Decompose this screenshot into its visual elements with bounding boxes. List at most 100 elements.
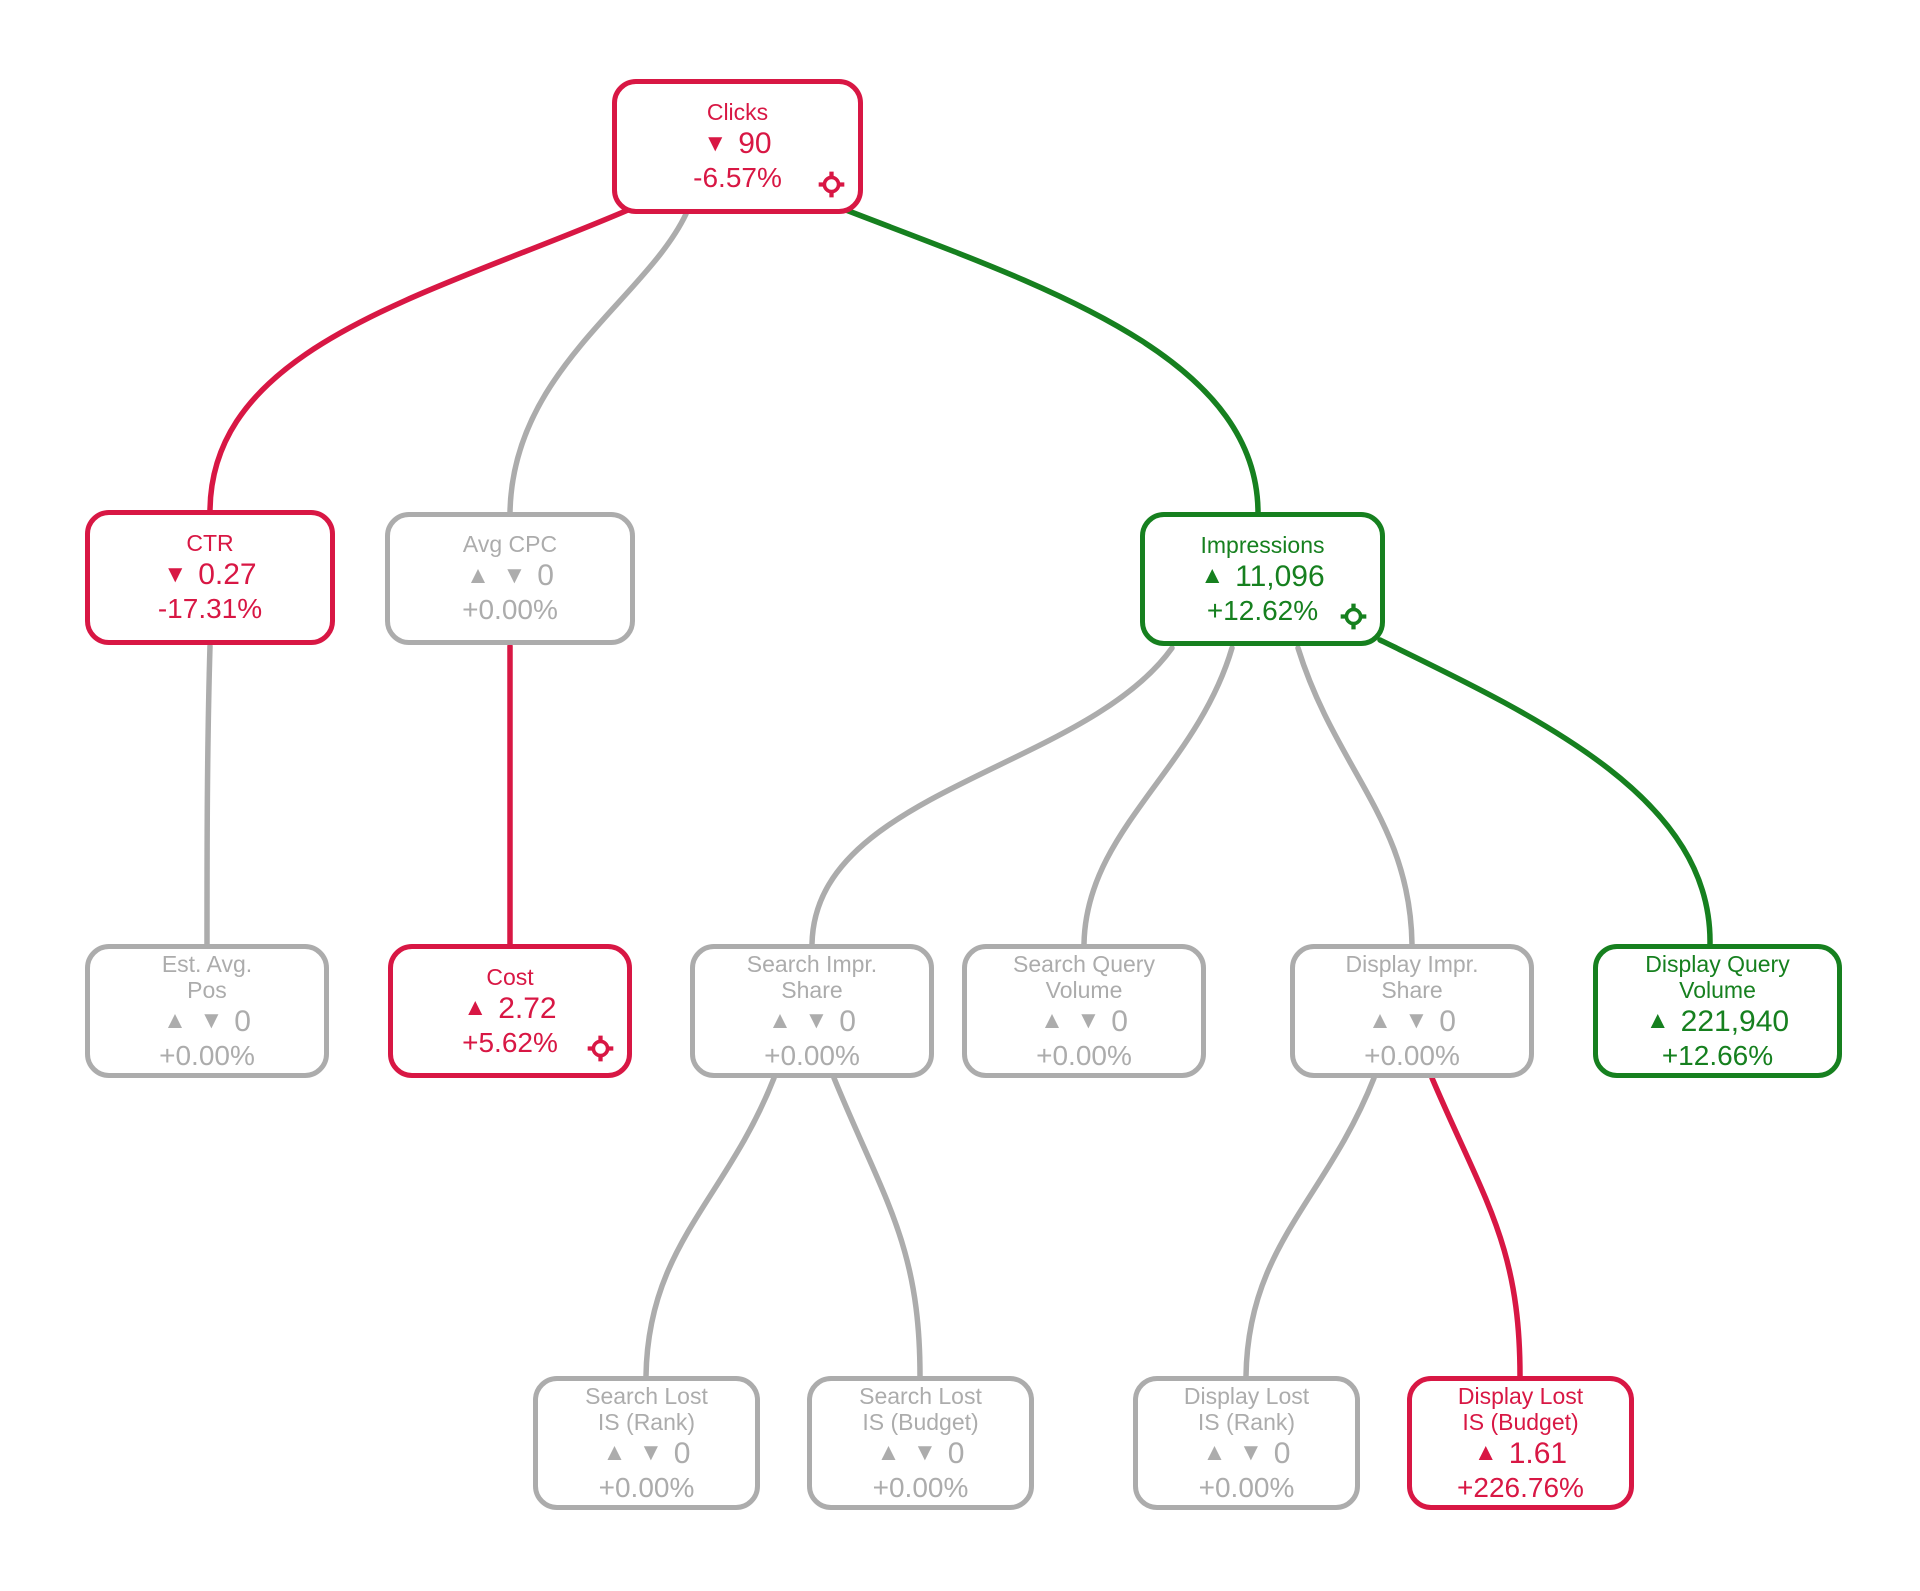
metric-value: 0 (673, 1436, 691, 1470)
link-search-impr-share-lost-budget (831, 1075, 923, 1379)
down-arrow-icon: ▼ (163, 560, 188, 588)
down-arrow-icon: ▼ (703, 129, 728, 157)
metric-value-row: ▼ 90 (703, 125, 771, 162)
metric-delta: +12.66% (1661, 1039, 1774, 1071)
metric-value-row: ▲ ▼ 0 (603, 1435, 691, 1472)
metric-title: Est. Avg. Pos (161, 950, 253, 1003)
metric-value-row: ▲ ▼ 0 (768, 1003, 856, 1040)
metric-title: Avg CPC (462, 531, 558, 557)
metric-value: 0 (1273, 1436, 1291, 1470)
link-search-impr-share-lost-rank (643, 1075, 777, 1379)
metric-delta: +0.00% (462, 594, 558, 625)
metric-delta: +12.62% (1206, 594, 1319, 626)
metric-title: Display Query Volume (1645, 950, 1790, 1003)
metric-node-est-avg-pos[interactable]: Est. Avg. Pos ▲ ▼ 0 +0.00% (85, 944, 329, 1078)
metric-delta: +226.76% (1457, 1471, 1584, 1503)
link-clicks-ctr (207, 207, 631, 513)
metric-title: Search Lost IS (Rank) (585, 1382, 708, 1435)
move-icon[interactable] (818, 171, 845, 198)
metric-value: 0 (234, 1004, 251, 1038)
link-impressions-display-query-volume (1377, 637, 1713, 947)
up-down-arrows-icon: ▲ ▼ (768, 1007, 829, 1034)
metric-title: Display Impr. Share (1345, 950, 1479, 1003)
metric-node-display-query-volume[interactable]: Display Query Volume ▲ 221,940 +12.66% (1593, 944, 1842, 1078)
metric-node-search-lost-is-budget[interactable]: Search Lost IS (Budget) ▲ ▼ 0 +0.00% (807, 1376, 1034, 1510)
up-down-arrows-icon: ▲ ▼ (876, 1439, 937, 1466)
metric-node-display-impr-share[interactable]: Display Impr. Share ▲ ▼ 0 +0.00% (1290, 944, 1534, 1078)
metric-title: Display Lost IS (Budget) (1457, 1382, 1584, 1435)
metric-title: CTR (186, 530, 234, 556)
up-arrow-icon: ▲ (1200, 562, 1225, 589)
metric-node-clicks[interactable]: Clicks ▼ 90 -6.57% (612, 79, 863, 214)
link-display-impr-share-lost-budget (1429, 1075, 1523, 1379)
metric-value: 0.27 (198, 558, 257, 591)
metric-title: Search Query Volume (1013, 950, 1155, 1003)
up-arrow-icon: ▲ (463, 994, 488, 1021)
metric-node-search-query-volume[interactable]: Search Query Volume ▲ ▼ 0 +0.00% (962, 944, 1206, 1078)
metric-node-impressions[interactable]: Impressions ▲ 11,096 +12.62% (1140, 512, 1385, 646)
metric-node-display-lost-is-rank[interactable]: Display Lost IS (Rank) ▲ ▼ 0 +0.00% (1133, 1376, 1360, 1510)
metric-title: Impressions (1200, 531, 1325, 558)
metric-value-row: ▲ ▼ 0 (1040, 1003, 1128, 1040)
metric-value-row: ▲ ▼ 0 (1203, 1435, 1291, 1472)
link-display-impr-share-lost-rank (1243, 1075, 1377, 1379)
metric-value: 0 (839, 1004, 856, 1038)
metric-delta: -6.57% (693, 162, 782, 193)
metric-value: 90 (738, 127, 772, 160)
up-down-arrows-icon: ▲ ▼ (1202, 1439, 1263, 1466)
metric-delta: +0.00% (764, 1039, 860, 1071)
metric-value: 2.72 (498, 991, 557, 1025)
link-clicks-avg-cpc (507, 211, 689, 516)
metric-delta: +0.00% (1198, 1471, 1295, 1503)
up-down-arrows-icon: ▲ ▼ (1368, 1007, 1429, 1034)
metric-value: 221,940 (1680, 1004, 1790, 1038)
move-icon[interactable] (587, 1035, 614, 1062)
link-ctr-est-avg-pos (204, 643, 213, 947)
metric-node-avg-cpc[interactable]: Avg CPC ▲ ▼ 0 +0.00% (385, 512, 635, 645)
move-icon[interactable] (1340, 603, 1367, 630)
link-impressions-search-impr-share (809, 645, 1175, 947)
metric-value: 11,096 (1235, 559, 1325, 593)
metric-value-row: ▲ 221,940 (1646, 1003, 1789, 1040)
metric-node-search-impr-share[interactable]: Search Impr. Share ▲ ▼ 0 +0.00% (690, 944, 934, 1078)
metric-delta: +0.00% (1364, 1039, 1460, 1071)
metric-title: Display Lost IS (Rank) (1183, 1382, 1310, 1435)
up-arrow-icon: ▲ (1473, 1439, 1498, 1466)
metric-delta: -17.31% (157, 593, 263, 624)
metric-delta: +0.00% (598, 1471, 695, 1503)
metric-node-ctr[interactable]: CTR ▼ 0.27 -17.31% (85, 510, 335, 645)
up-down-arrows-icon: ▲ ▼ (1040, 1007, 1101, 1034)
up-down-arrows-icon: ▲ ▼ (602, 1439, 663, 1466)
metric-node-search-lost-is-rank[interactable]: Search Lost IS (Rank) ▲ ▼ 0 +0.00% (533, 1376, 760, 1510)
metric-value: 0 (1439, 1004, 1456, 1038)
metric-value: 1.61 (1508, 1436, 1568, 1470)
metric-delta: +0.00% (872, 1471, 969, 1503)
up-down-arrows-icon: ▲ ▼ (163, 1007, 224, 1034)
metric-value-row: ▲ ▼ 0 (163, 1003, 251, 1040)
metric-value-row: ▲ ▼ 0 (466, 557, 554, 594)
link-impressions-search-query-volume (1081, 645, 1235, 947)
metric-value: 0 (947, 1436, 965, 1470)
link-impressions-display-impr-share (1295, 645, 1415, 947)
metric-value-row: ▲ 2.72 (463, 990, 556, 1027)
metric-value-row: ▲ ▼ 0 (877, 1435, 965, 1472)
metric-value-row: ▲ ▼ 0 (1368, 1003, 1456, 1040)
metric-value-row: ▲ 1.61 (1474, 1435, 1567, 1472)
metric-value: 0 (537, 559, 554, 592)
metric-value-row: ▲ 11,096 (1200, 558, 1324, 595)
metric-title: Clicks (706, 99, 769, 125)
metric-value: 0 (1111, 1004, 1128, 1038)
metric-node-display-lost-is-budget[interactable]: Display Lost IS (Budget) ▲ 1.61 +226.76% (1407, 1376, 1634, 1510)
metric-delta: +5.62% (462, 1026, 558, 1058)
metric-title: Search Impr. Share (746, 950, 878, 1003)
metric-title: Cost (486, 963, 534, 990)
metric-delta: +0.00% (1036, 1039, 1132, 1071)
link-clicks-impressions (843, 207, 1261, 516)
metric-title: Search Lost IS (Budget) (859, 1382, 982, 1435)
up-down-arrows-icon: ▲ ▼ (466, 561, 527, 589)
metric-delta: +0.00% (159, 1039, 255, 1071)
metric-node-cost[interactable]: Cost ▲ 2.72 +5.62% (388, 944, 632, 1078)
metric-value-row: ▼ 0.27 (163, 556, 256, 593)
